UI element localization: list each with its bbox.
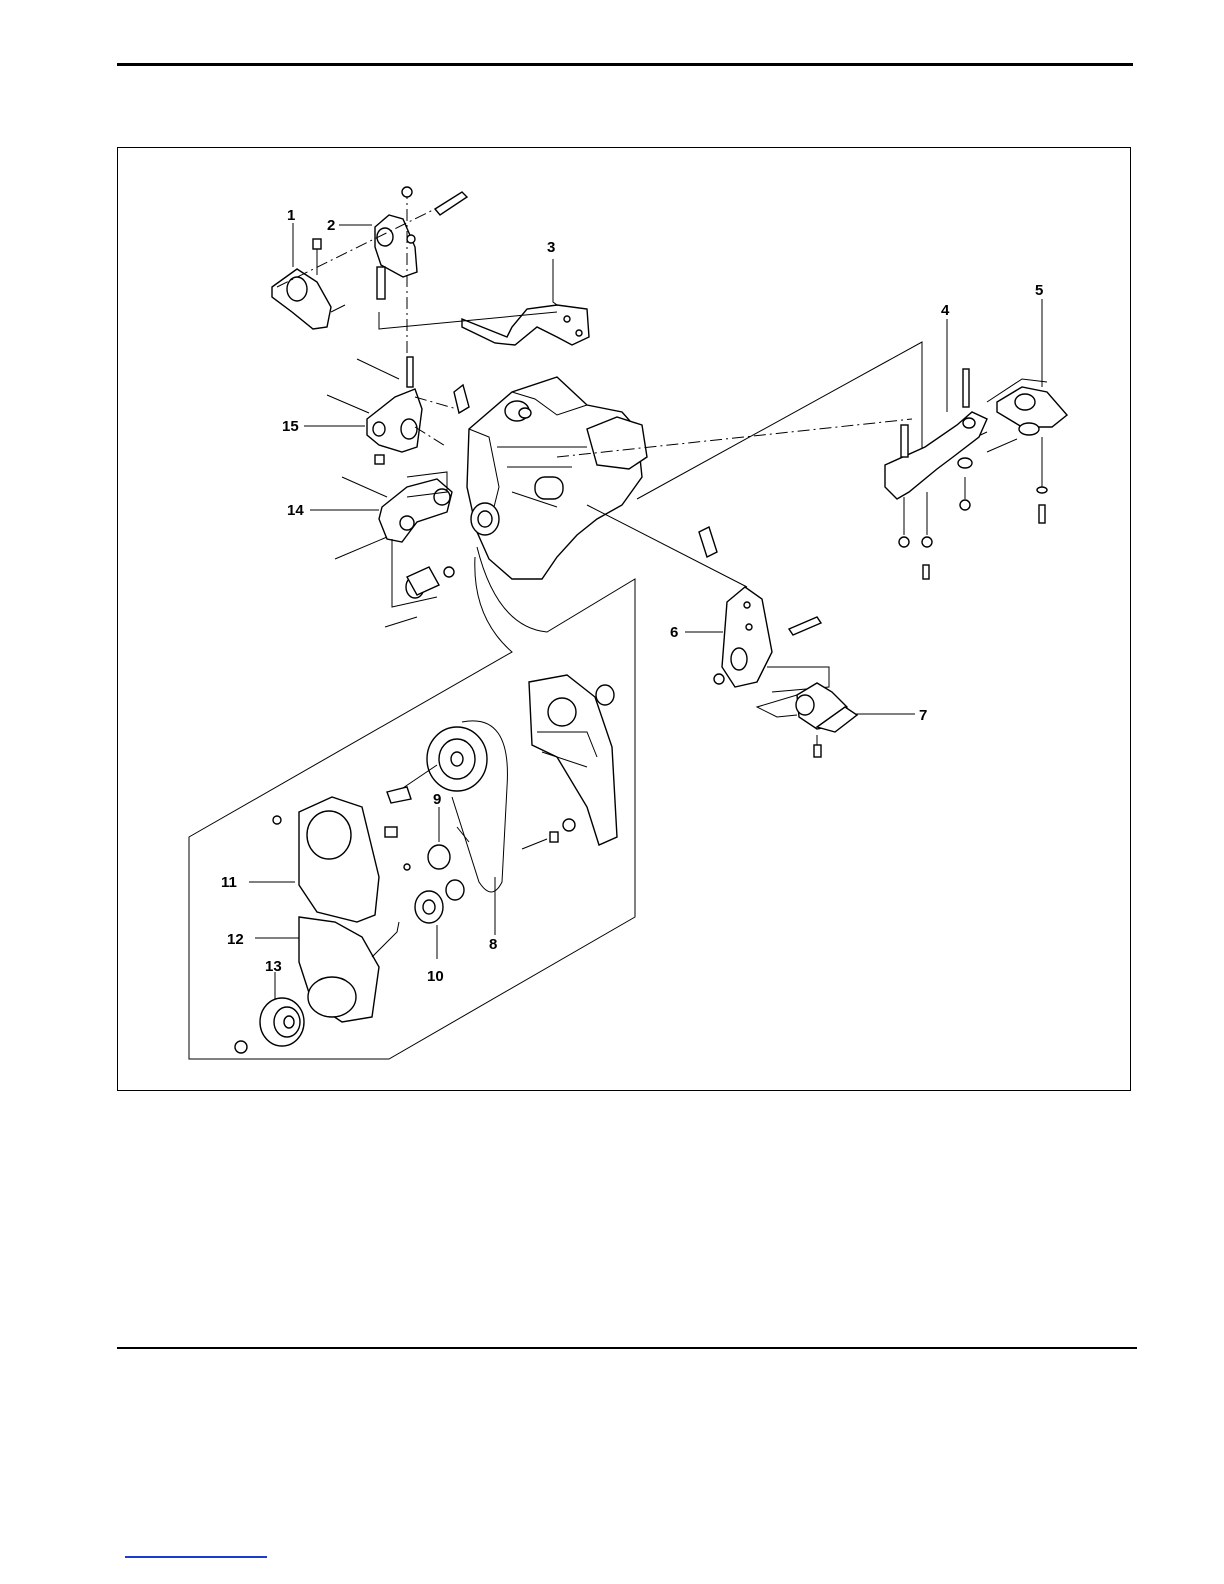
callout-15: 15 — [282, 418, 299, 435]
part-15-bracket — [327, 357, 457, 464]
timing-group — [235, 675, 617, 1053]
part-6-bracket — [714, 587, 829, 692]
callout-5: 5 — [1035, 282, 1043, 299]
callout-7: 7 — [919, 707, 927, 724]
callout-12: 12 — [227, 931, 244, 948]
callout-6: 6 — [670, 624, 678, 641]
link-lines-cover — [189, 547, 635, 1059]
part-3-arm — [379, 305, 589, 345]
callout-1: 1 — [287, 207, 295, 224]
footer-link-underline[interactable] — [125, 1556, 267, 1558]
callout-4: 4 — [941, 302, 950, 319]
part-14-bracket — [335, 472, 454, 627]
header-rule — [117, 63, 1133, 66]
callout-9: 9 — [433, 791, 441, 808]
callout-2: 2 — [327, 217, 335, 234]
part-7-mount — [757, 683, 857, 757]
callout-3: 3 — [547, 239, 555, 256]
part-4-arm — [885, 369, 987, 579]
callout-14: 14 — [287, 502, 304, 519]
engine-block — [454, 377, 717, 579]
part-5-mount — [987, 379, 1067, 523]
callout-11: 11 — [221, 874, 237, 891]
exploded-diagram: 1 2 3 4 5 6 7 8 9 10 11 12 13 14 15 — [117, 147, 1131, 1091]
footer-rule — [117, 1347, 1137, 1349]
callout-10: 10 — [427, 968, 444, 985]
callout-13: 13 — [265, 958, 282, 975]
link-lines-lower — [587, 505, 747, 587]
link-lines-right — [637, 342, 987, 499]
callout-8: 8 — [489, 936, 497, 953]
